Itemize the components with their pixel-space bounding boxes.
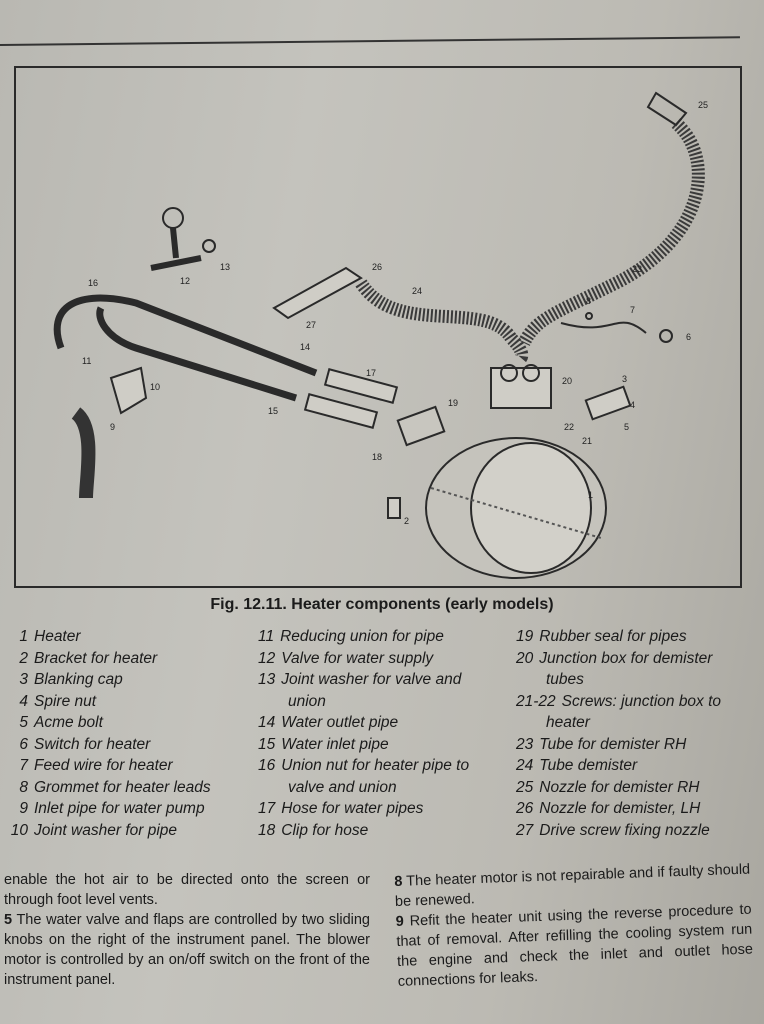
legend-item-continuation: heater [546,714,590,731]
callout-27: 27 [306,320,316,330]
callout-21: 21 [582,436,592,446]
part-inlet-pipe-water-pump [70,407,96,499]
callout-12: 12 [180,276,190,286]
part-rubber-seal [396,405,446,447]
part-heater-switch [659,329,673,343]
part-water-inlet-pipe [96,306,298,402]
part-grommet [585,312,593,320]
callout-15: 15 [268,406,278,416]
figure-frame: 1 2 3 4 5 6 7 8 9 10 11 12 13 14 15 16 1… [14,66,742,588]
part-bracket [387,497,401,519]
callout-10: 10 [150,382,160,392]
figure-caption: Fig. 12.11. Heater components (early mod… [210,596,554,613]
callout-9: 9 [110,422,115,432]
top-rule [0,36,740,46]
part-nozzle-rh [646,91,688,127]
callout-4: 4 [630,400,635,410]
part-hose-lower [303,392,379,430]
callout-6: 6 [686,332,691,342]
callout-18: 18 [372,452,382,462]
part-demister-tube-rh [518,118,705,347]
callout-13: 13 [220,262,230,272]
callout-3: 3 [622,374,627,384]
legend-item-continuation: valve and union [288,778,397,796]
callout-19: 19 [448,398,458,408]
legend-item-continuation: tubes [546,671,584,688]
legend-item-continuation: union [288,692,326,710]
body-text-left: enable the hot air to be directed onto t… [4,870,370,990]
callout-8: 8 [586,296,591,306]
callout-24: 24 [412,286,422,296]
callout-11: 11 [82,356,91,366]
callout-1: 1 [588,490,593,500]
part-nozzle-lh [272,266,363,320]
part-demister-tube [355,279,529,363]
callout-26: 26 [372,262,382,272]
callout-23: 23 [632,264,642,274]
callout-14: 14 [300,342,310,352]
callout-20: 20 [562,376,572,386]
part-blanking-cap [584,385,632,421]
callout-17: 17 [366,368,376,378]
part-water-outlet-pipe [53,294,318,377]
callout-25: 25 [698,100,708,110]
callout-22: 22 [564,422,574,432]
paragraph-9: 9 Refit the heater unit using the revers… [395,901,754,990]
callout-2: 2 [404,516,409,526]
callout-7: 7 [630,305,635,315]
part-hose-upper [323,367,399,405]
paragraph-5: 5 The water valve and flaps are controll… [4,912,370,988]
callout-5: 5 [624,422,629,432]
heater-exploded-diagram: 1 2 3 4 5 6 7 8 9 10 11 12 13 14 15 16 1… [53,91,708,579]
body-text-right: 8 The heater motor is not repairable and… [394,860,754,992]
callout-16: 16 [88,278,98,288]
part-feed-wire [560,321,647,334]
paragraph-continuation: enable the hot air to be directed onto t… [4,872,370,908]
part-junction-box [490,367,552,409]
part-valve-handwheel [162,207,184,229]
